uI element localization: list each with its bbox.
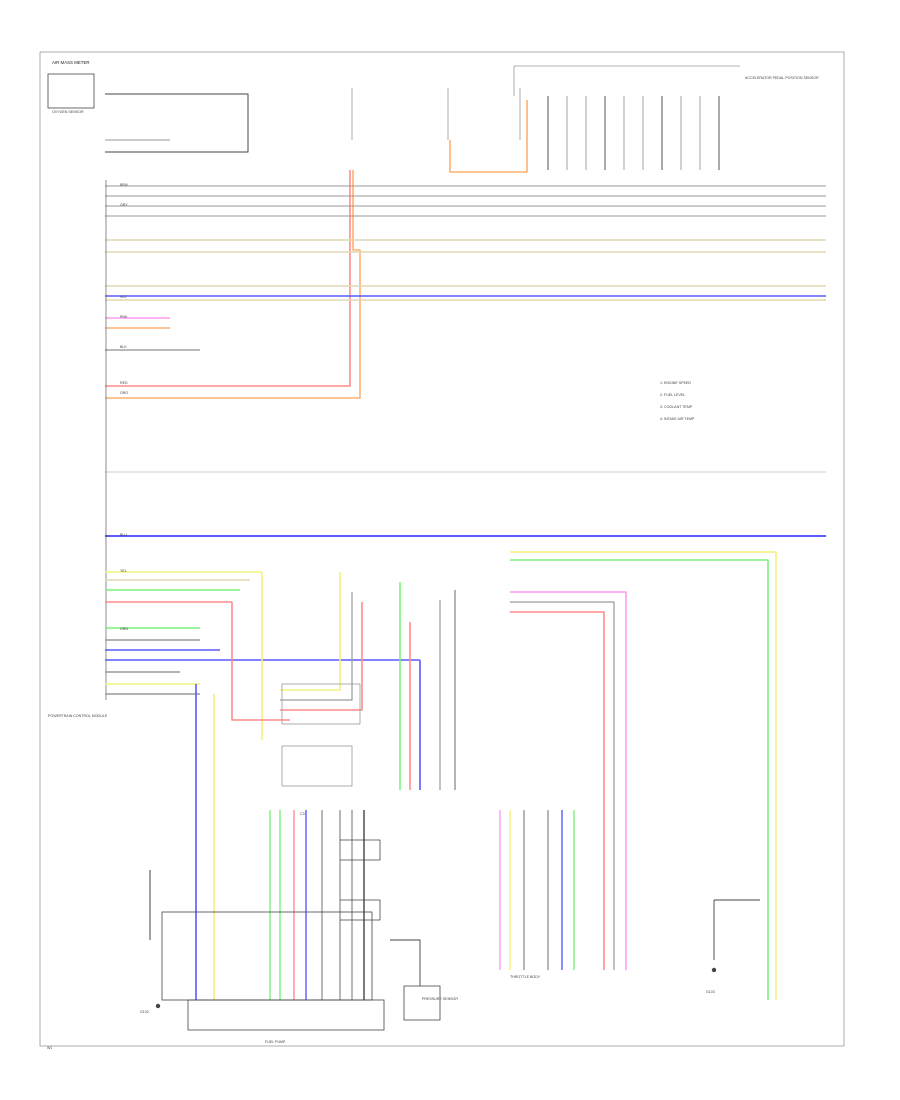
module-top-label: AIR MASS METER xyxy=(52,60,90,65)
legend-item-1: 1: ENGINE SPEED xyxy=(660,381,691,385)
wire-label-yel: YEL xyxy=(120,569,127,573)
module-top-sub-label: OXYGEN SENSOR xyxy=(52,110,84,114)
wire-label-red: RED xyxy=(120,381,128,385)
pcm-lower-box xyxy=(161,911,373,1001)
wire-label-grn: GRN xyxy=(120,627,128,631)
legend: 1: ENGINE SPEED 2: FUEL LEVEL 3: COOLANT… xyxy=(660,381,695,421)
legend-item-3: 3: COOLANT TEMP xyxy=(660,405,693,409)
ground-right-label: G103 xyxy=(706,990,715,994)
relay-loop-1 xyxy=(340,839,381,861)
wire-green-right xyxy=(510,559,769,1000)
pressure-sensor-box xyxy=(403,985,441,1021)
connector-c2-box xyxy=(281,683,361,725)
module-center-bottom-label: PRESSURE SENSOR xyxy=(422,997,458,1001)
wire-layer xyxy=(105,65,826,1000)
page-code: W1 xyxy=(47,1046,52,1050)
wire-label-blu: BLU xyxy=(120,533,127,537)
wire-top-right xyxy=(513,65,740,96)
component-layer xyxy=(47,73,717,1031)
ground-right-lead xyxy=(713,899,760,960)
wire-red-main xyxy=(105,170,351,387)
wire-pink-right xyxy=(510,591,627,970)
wire-center-gray xyxy=(280,592,353,701)
legend-item-2: 2: FUEL LEVEL xyxy=(660,393,685,397)
ground-left-label: G102 xyxy=(140,1010,149,1014)
wire-gray-right xyxy=(510,601,615,970)
module-right-label: ACCELERATOR PEDAL POSITION SENSOR xyxy=(745,76,819,80)
wire-top-loop xyxy=(105,93,249,153)
ground-left-dot xyxy=(155,1003,161,1009)
wire-label-gry: GRY xyxy=(120,203,128,207)
wire-center-red xyxy=(280,602,363,711)
wire-label-blk: BLK xyxy=(120,345,127,349)
connector-c3-box xyxy=(281,745,353,787)
relay-loop-2 xyxy=(340,899,381,921)
wire-label-org: ORG xyxy=(120,391,128,395)
legend-item-4: 4: INTAKE AIR TEMP xyxy=(660,417,695,421)
air-mass-meter-box xyxy=(47,73,95,109)
wire-center-yellow xyxy=(280,572,341,691)
wire-label-vio: VIO xyxy=(120,295,126,299)
module-right-bottom-label: THROTTLE BODY xyxy=(510,975,541,979)
connector-center-label: C3 xyxy=(300,812,305,816)
ground-right-dot xyxy=(711,967,717,973)
diagram-frame xyxy=(39,51,845,1047)
wire-red-right xyxy=(510,611,605,970)
module-left-bottom-label: POWERTRAIN CONTROL MODULE xyxy=(48,714,108,718)
wire-label-brn: BRN xyxy=(120,183,128,187)
wire-orange-top xyxy=(449,100,528,173)
connector-bottom-label: FUEL PUMP xyxy=(265,1040,286,1044)
wire-red-drop xyxy=(231,602,290,721)
wire-yellow-right xyxy=(510,551,777,1000)
pressure-sensor-lead xyxy=(390,939,421,986)
wire-orange-main xyxy=(105,170,361,399)
wire-label-pnk: PNK xyxy=(120,315,128,319)
